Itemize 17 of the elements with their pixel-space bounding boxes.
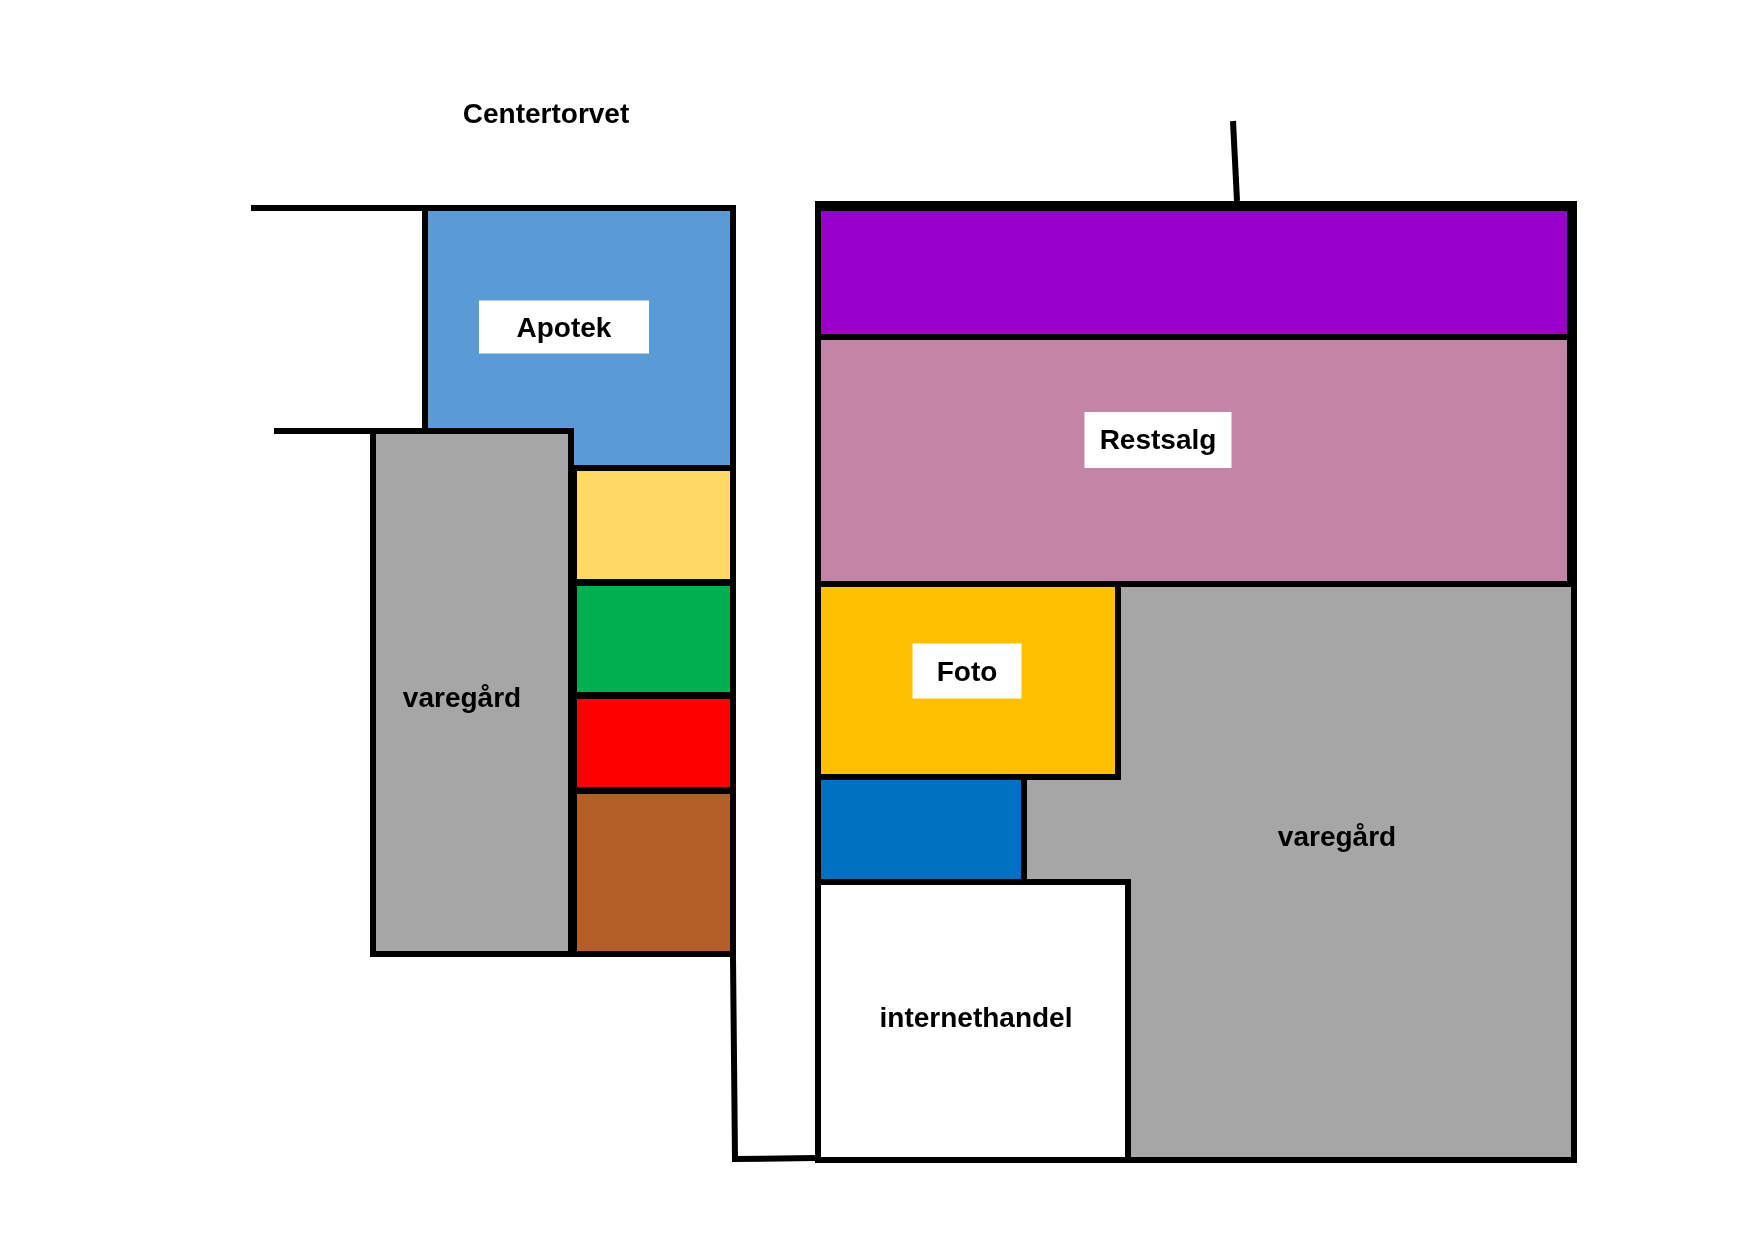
room-label: varegård (1277, 820, 1397, 854)
shop-unit (821, 879, 1131, 1157)
shop-unit (422, 205, 736, 465)
shop-unit (574, 787, 736, 957)
shop-unit (574, 579, 736, 692)
shop-unit (821, 587, 1121, 780)
room-label: varegård (402, 681, 522, 715)
room-label: Foto (912, 643, 1022, 699)
room-label: Restsalg (1084, 412, 1232, 468)
shop-unit (574, 692, 736, 787)
shop-unit (574, 465, 736, 579)
shop-unit (821, 334, 1571, 587)
room-label: Apotek (479, 300, 649, 354)
storage-area (370, 428, 574, 957)
plan-title: Centertorvet (462, 97, 630, 131)
room-label: internethandel (879, 1001, 1073, 1035)
shop-unit (821, 780, 1027, 879)
